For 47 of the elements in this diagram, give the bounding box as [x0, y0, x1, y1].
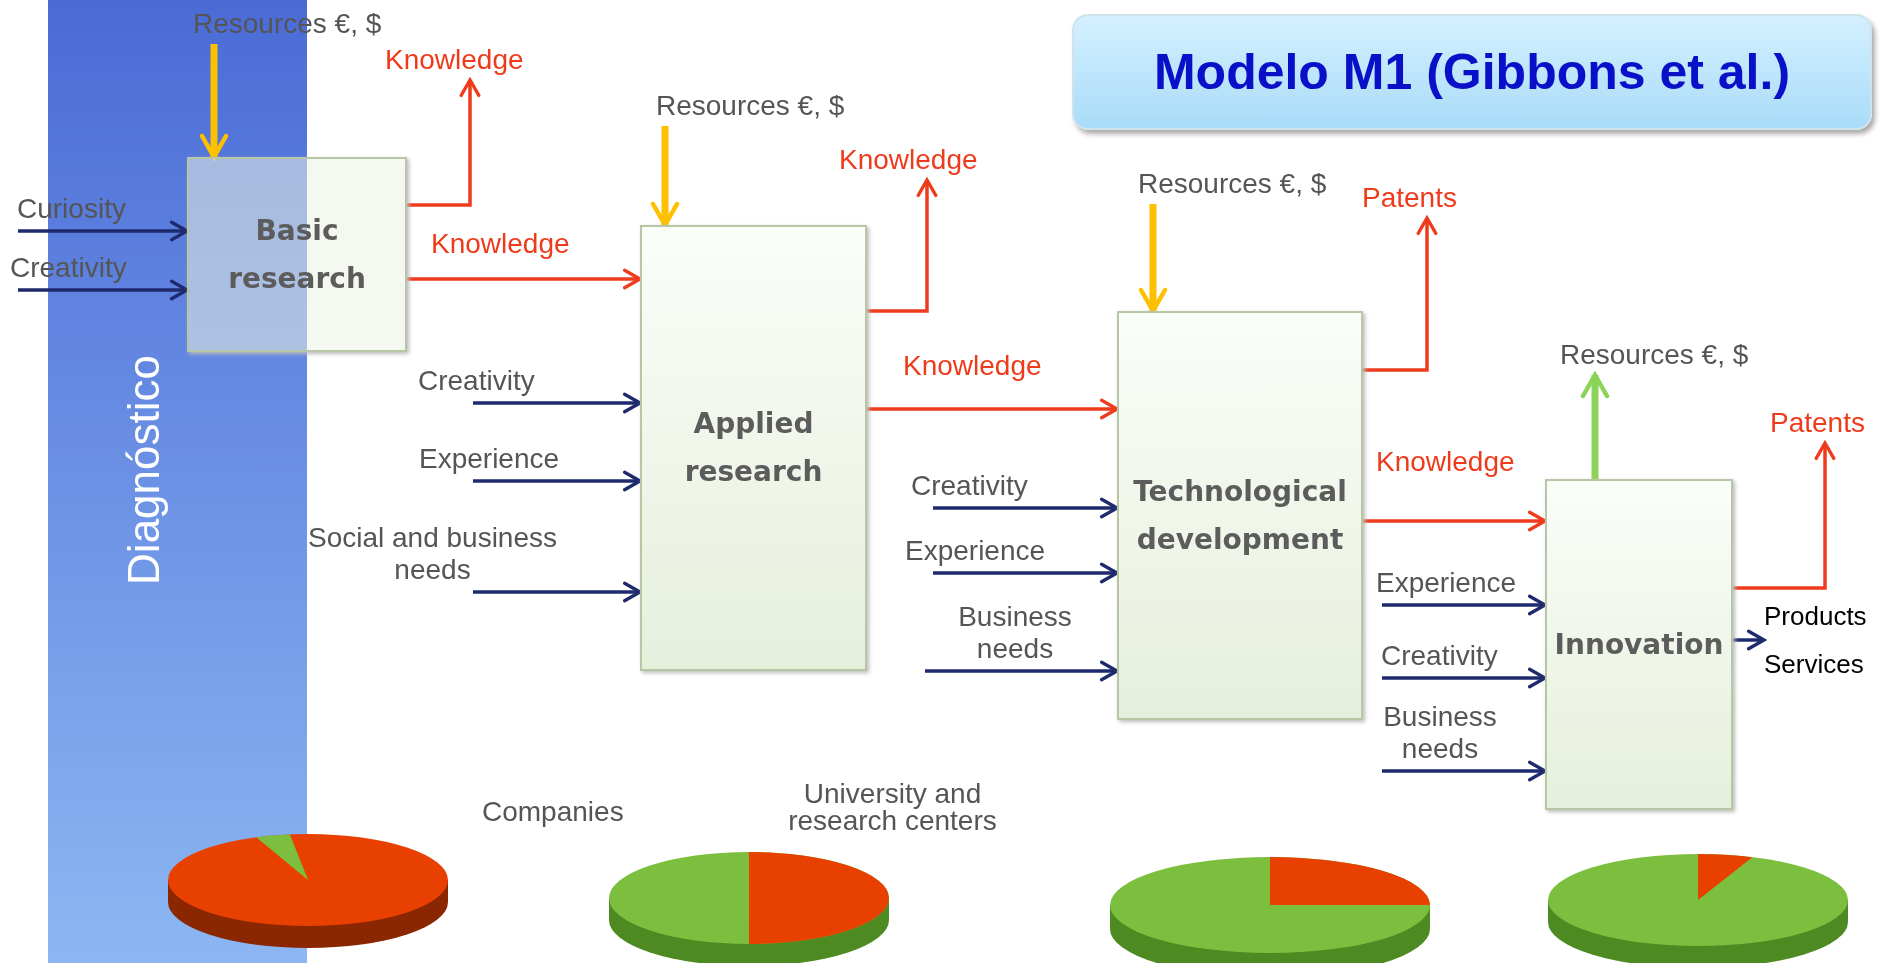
process-box: Technological development [1117, 311, 1363, 720]
arrow [933, 497, 1119, 519]
flow-label: Creativity [911, 470, 1028, 502]
arrow [1382, 667, 1547, 689]
arrow [925, 660, 1119, 682]
arrow [18, 279, 189, 301]
arrow [867, 178, 938, 313]
flow-label: Creativity [418, 365, 535, 397]
flow-label: Knowledge [839, 144, 978, 176]
process-box: Applied research [640, 225, 867, 671]
edge-label: Knowledge [903, 350, 1042, 382]
arrow [933, 562, 1119, 584]
arrow [1382, 594, 1547, 616]
edge-label: Knowledge [431, 228, 570, 260]
flow-label: Experience [905, 535, 1046, 567]
arrow [1363, 216, 1438, 372]
arrow [407, 268, 642, 290]
arrow [473, 392, 642, 414]
edge-label: Knowledge [1376, 446, 1515, 478]
text-label: University and research centers [787, 780, 998, 834]
arrow [473, 581, 642, 603]
arrow [867, 398, 1119, 420]
process-box: Innovation [1545, 479, 1733, 810]
flow-label: Social and business needs [305, 522, 560, 586]
flow-label: Experience [419, 443, 560, 475]
text-label: Diagnóstico [120, 355, 168, 585]
output-label: Products [1764, 600, 1867, 632]
arrow [1580, 372, 1610, 479]
arrow [1382, 760, 1547, 782]
title-banner: Modelo M1 (Gibbons et al.) [1072, 14, 1872, 130]
arrow [1363, 510, 1547, 532]
flow-label: Patents [1770, 407, 1865, 439]
flow-label: Creativity [1381, 640, 1498, 672]
arrow [407, 78, 481, 207]
arrow [18, 220, 189, 242]
flow-label: Resources €, $ [656, 90, 845, 122]
arrow [473, 470, 642, 492]
flow-label: Patents [1362, 182, 1457, 214]
arrow [1733, 441, 1836, 590]
flow-label: Resources €, $ [1560, 339, 1749, 371]
flow-label: Resources €, $ [1138, 168, 1327, 200]
flow-label: Experience [1376, 567, 1517, 599]
arrow [1733, 629, 1766, 651]
flow-label: Business needs [925, 601, 1105, 665]
output-label: Services [1764, 648, 1865, 680]
flow-label: Knowledge [385, 44, 524, 76]
text-label: Companies [482, 796, 624, 828]
